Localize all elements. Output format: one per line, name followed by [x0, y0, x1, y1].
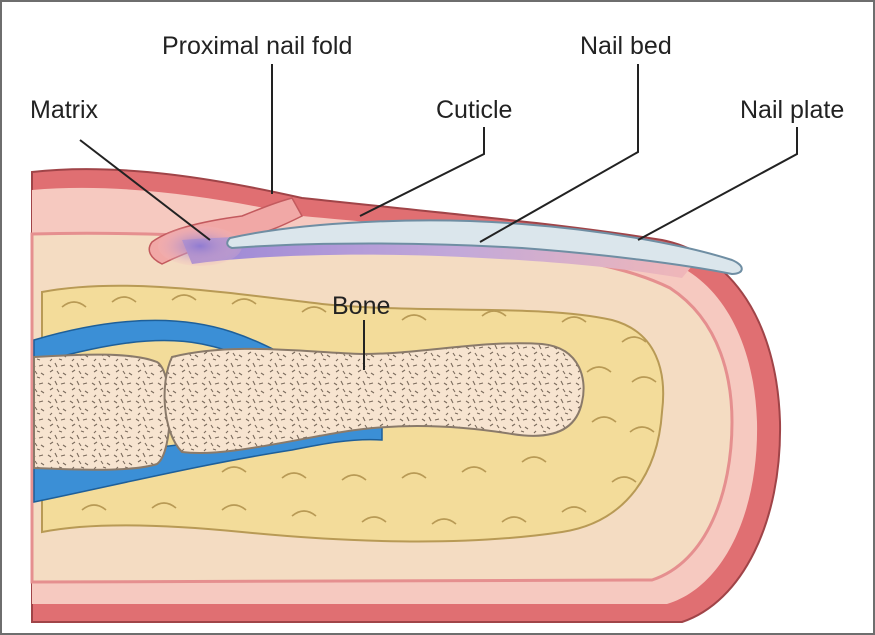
leader-nail-plate — [638, 127, 797, 240]
leader-nail-bed — [480, 64, 638, 242]
proximal-phalanx — [34, 355, 170, 470]
label-nail-plate: Nail plate — [740, 98, 844, 123]
leader-cuticle — [360, 127, 484, 216]
label-nail-bed: Nail bed — [580, 34, 672, 59]
label-proximal-nail-fold: Proximal nail fold — [162, 34, 352, 59]
label-cuticle: Cuticle — [436, 98, 512, 123]
label-matrix: Matrix — [30, 98, 98, 123]
label-bone: Bone — [332, 294, 390, 319]
